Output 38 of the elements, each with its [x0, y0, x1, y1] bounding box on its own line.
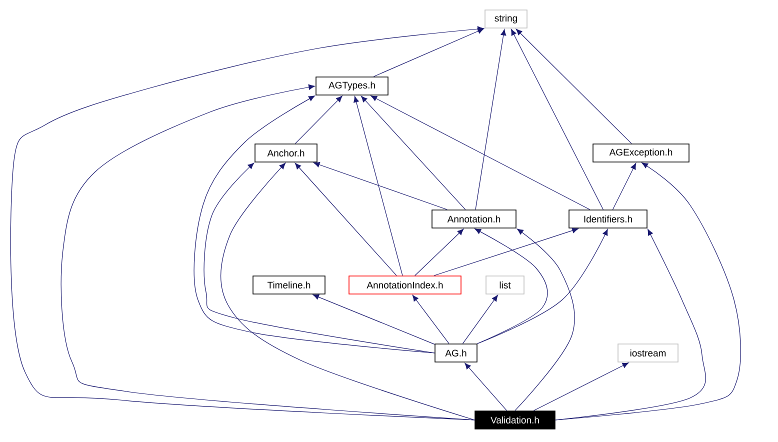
arrow: [612, 163, 636, 210]
header-box: iostream: [618, 344, 678, 362]
arrow: [434, 228, 578, 276]
arrow: [361, 96, 466, 210]
arrow: [462, 294, 498, 344]
header-box: list: [486, 276, 524, 294]
arrow: [464, 362, 508, 411]
arrow: [555, 229, 706, 420]
file-box: Annotation.h: [432, 210, 516, 228]
header-box: string: [484, 10, 528, 28]
arrow: [514, 228, 575, 411]
arrow: [474, 228, 548, 344]
arrow: [370, 96, 590, 210]
file-box: AG.h: [434, 344, 478, 362]
arrow: [204, 162, 435, 354]
arrow: [516, 28, 632, 144]
file-box: Anchor.h: [254, 144, 318, 162]
arrow: [10, 26, 484, 420]
arrow: [477, 229, 608, 344]
arrow: [312, 294, 435, 345]
arrow: [60, 84, 475, 420]
arrow: [314, 162, 448, 210]
arrow: [354, 96, 403, 276]
arrow: [510, 29, 604, 210]
arrow: [294, 96, 342, 144]
file-box: Identifiers.h: [568, 210, 648, 228]
file-box: Timeline.h: [252, 276, 326, 294]
arrow: [475, 29, 506, 210]
arrow: [414, 228, 464, 276]
arrow: [294, 162, 397, 276]
arrow: [412, 294, 450, 344]
arrow: [555, 162, 741, 420]
arrow: [533, 362, 629, 411]
arrow: [220, 162, 475, 420]
file-box: AGTypes.h: [316, 76, 388, 96]
file-box: AGException.h: [592, 144, 690, 162]
file-box: AnnotationIndex.h: [348, 276, 462, 294]
file-box: Validation.h: [474, 410, 556, 430]
